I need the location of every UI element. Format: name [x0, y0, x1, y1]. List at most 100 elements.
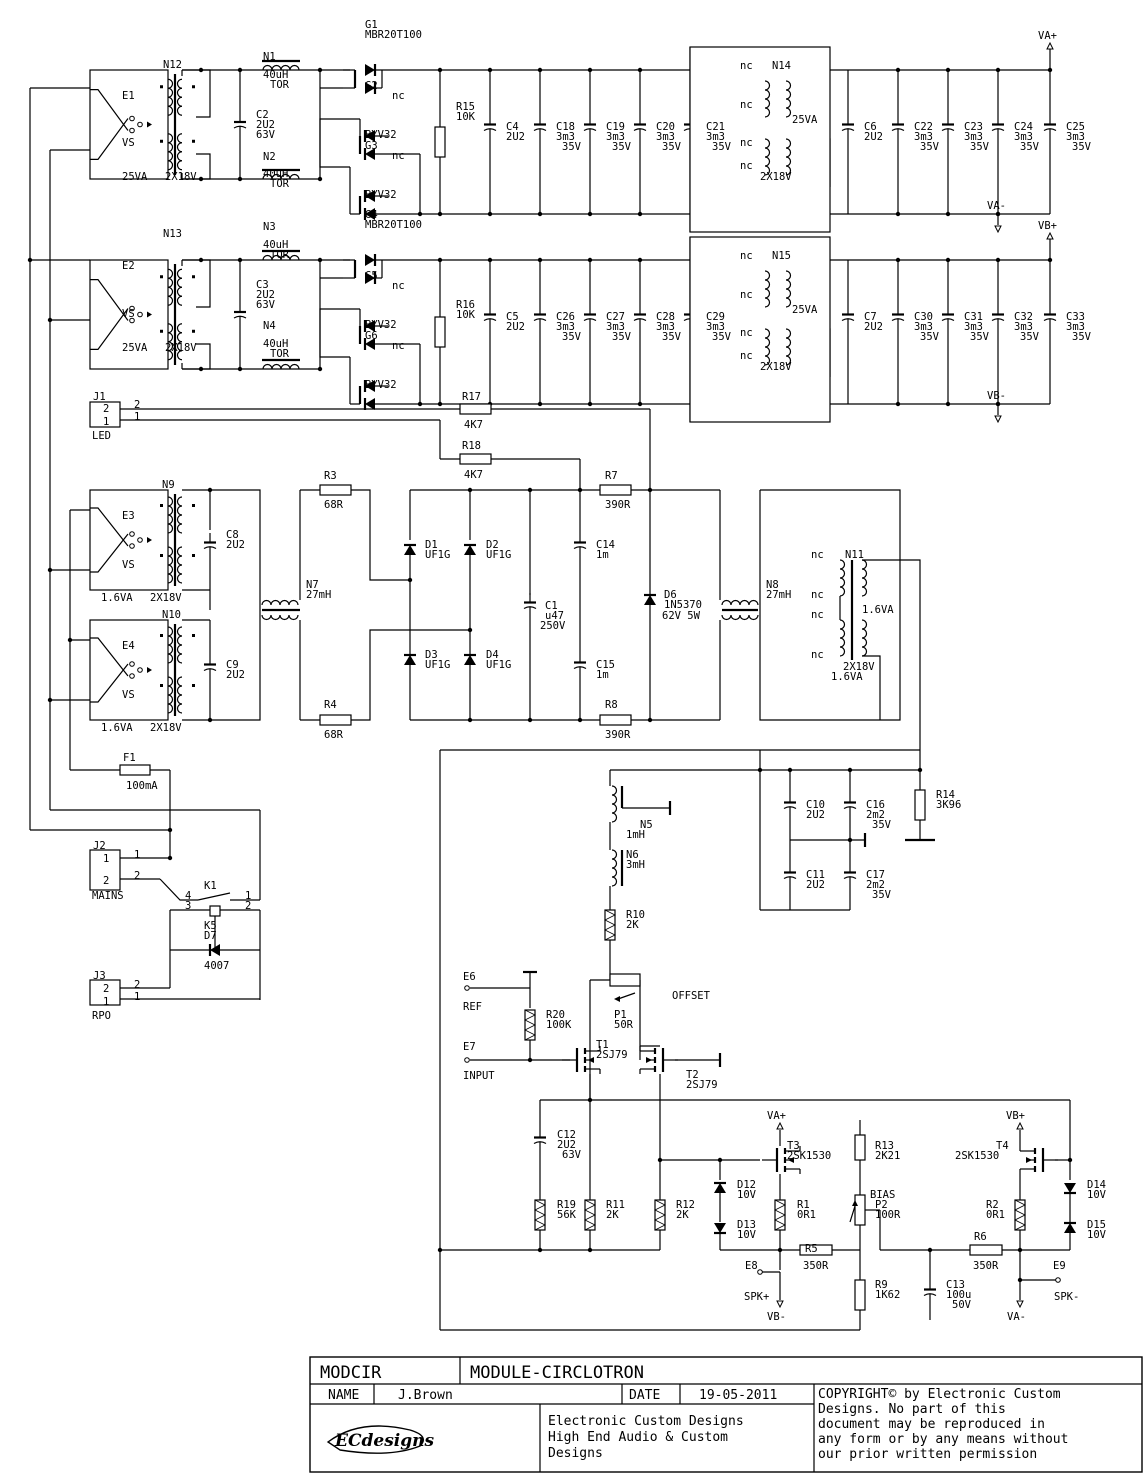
label-r8-val: 390R: [605, 729, 631, 741]
label-r11-val: 2K: [606, 1209, 619, 1221]
supply-b-capl-val-2: 3m3: [606, 321, 625, 333]
label-n14-sec: 2X18V: [760, 171, 792, 183]
label-n9-va: 1.6VA: [101, 592, 133, 604]
label-c1-v: 250V: [540, 620, 566, 632]
cap-c1: [522, 591, 538, 619]
supply-a-cap-right-1: [890, 113, 906, 141]
label-e6: E6: [463, 971, 476, 983]
resistor-r8: [599, 714, 632, 726]
label-n7: N7: [306, 579, 319, 591]
label-c1-val: u47: [545, 610, 564, 622]
label-n1-t: TOR: [270, 79, 290, 91]
label-j1-p1: 1: [103, 416, 109, 428]
label-n14-nc1: nc: [740, 60, 753, 72]
label-r4: R4: [324, 699, 337, 711]
label-led: LED: [92, 430, 111, 442]
label-mains: MAINS: [92, 890, 124, 902]
supply-a-capl-ref-0: C4: [506, 121, 519, 133]
supply-a-capr-val-3: 3m3: [1014, 131, 1033, 143]
supply-a-capl-v-1: 35V: [562, 141, 582, 153]
label-r9-val: 1K62: [875, 1289, 900, 1301]
label-n4-t: TOR: [270, 348, 290, 360]
label-n15: N15: [772, 250, 791, 262]
label-vb-minus: VB-: [987, 390, 1006, 402]
label-n4-val: 40uH: [263, 338, 288, 350]
label-r19-val: 56K: [557, 1209, 577, 1221]
label-rpo: RPO: [92, 1010, 111, 1022]
label-n10-sec: 2X18V: [150, 722, 182, 734]
supply-a-capr-ref-4: C25: [1066, 121, 1085, 133]
pot-p1: [609, 973, 641, 987]
label-r11: R11: [606, 1199, 625, 1211]
label-c12: C12: [557, 1129, 576, 1141]
supply-a-capl-val-1: 3m3: [556, 131, 575, 143]
label-r1-val: 0R1: [797, 1209, 816, 1221]
cap-c10: [782, 791, 798, 819]
label-g4-val: MBR20T100: [365, 219, 422, 231]
label-r6-val: 350R: [973, 1260, 999, 1272]
label-r5: R5: [805, 1243, 818, 1255]
label-t2-val: 2SJ79: [686, 1079, 718, 1091]
label-g1: G1: [365, 19, 378, 31]
cap-c12: [532, 1126, 548, 1154]
label-n15-sec: 2X18V: [760, 361, 792, 373]
resistor-r11: [584, 1199, 596, 1231]
supply-b-capl-ref-4: C29: [706, 311, 725, 323]
supply-b-inductor-l2: [262, 363, 300, 370]
label-t1: T1: [596, 1039, 609, 1051]
supply-b-capr-val-3: 3m3: [1014, 321, 1033, 333]
label-d14: D14: [1087, 1179, 1106, 1191]
label-n15-nc4: nc: [740, 350, 753, 362]
label-c9-val: 2U2: [226, 669, 245, 681]
label-c14-val: 1m: [596, 549, 609, 561]
cap-c17: [842, 861, 858, 889]
supply-b-capr-ref-1: C30: [914, 311, 933, 323]
supply-b-capl-ref-2: C27: [606, 311, 625, 323]
drawing-code: MODCIR: [320, 1363, 382, 1383]
label-c10-val: 2U2: [806, 809, 825, 821]
wiring: [29, 47, 1071, 1331]
label-c2-val: 2U2: [256, 119, 275, 131]
supply-b-capr-val-1: 3m3: [914, 321, 933, 333]
resistor-r20: [524, 1009, 536, 1041]
label-va-minus: VA-: [987, 200, 1006, 212]
cap-c11: [782, 861, 798, 889]
label-c3-val: 2U2: [256, 289, 275, 301]
label-t4: T4: [996, 1140, 1009, 1152]
diode-d4: [462, 653, 478, 667]
supply-b-capl-val-1: 3m3: [556, 321, 575, 333]
label-n11: N11: [845, 549, 864, 561]
cap-c13: [922, 1278, 938, 1306]
label-c17-val: 2m2: [866, 879, 885, 891]
label-d1: D1: [425, 539, 438, 551]
label-j3-n1: 1: [134, 991, 140, 1003]
label-e3: E3: [122, 510, 135, 522]
diode-d3: [402, 653, 418, 667]
terminal-e7: [464, 1057, 470, 1063]
label-r18-val: 4K7: [464, 469, 483, 481]
label-n9: N9: [162, 479, 175, 491]
label-bias: BIAS: [870, 1189, 895, 1201]
supply-a-capr-val-4: 3m3: [1066, 131, 1085, 143]
label-n13: N13: [163, 228, 182, 240]
label-r6: R6: [974, 1231, 987, 1243]
label-e2: E2: [122, 260, 135, 272]
label-d15: D15: [1087, 1219, 1106, 1231]
supply-b-capl-v-2: 35V: [612, 331, 632, 343]
label-r15-val: 10K: [456, 111, 476, 123]
label-nc-g2: nc: [392, 90, 405, 102]
label-k5: K5: [204, 920, 217, 932]
label-n14-va: 25VA: [792, 114, 818, 126]
label-k1: K1: [204, 880, 217, 892]
label-n11-sec: 2X18V: [843, 661, 875, 673]
supply-b-capl-val-0: 2U2: [506, 321, 525, 333]
label-spk-minus: SPK-: [1054, 1291, 1079, 1303]
label-n5: N5: [640, 819, 653, 831]
supply-b-cap-right-0: [840, 303, 856, 331]
label-g6-val: BYV32: [365, 379, 397, 391]
supply-b-capr-v-3: 35V: [1020, 331, 1040, 343]
label-r15: R15: [456, 101, 475, 113]
mosfet-t1: [562, 1046, 601, 1074]
supply-b-capr-ref-3: C32: [1014, 311, 1033, 323]
